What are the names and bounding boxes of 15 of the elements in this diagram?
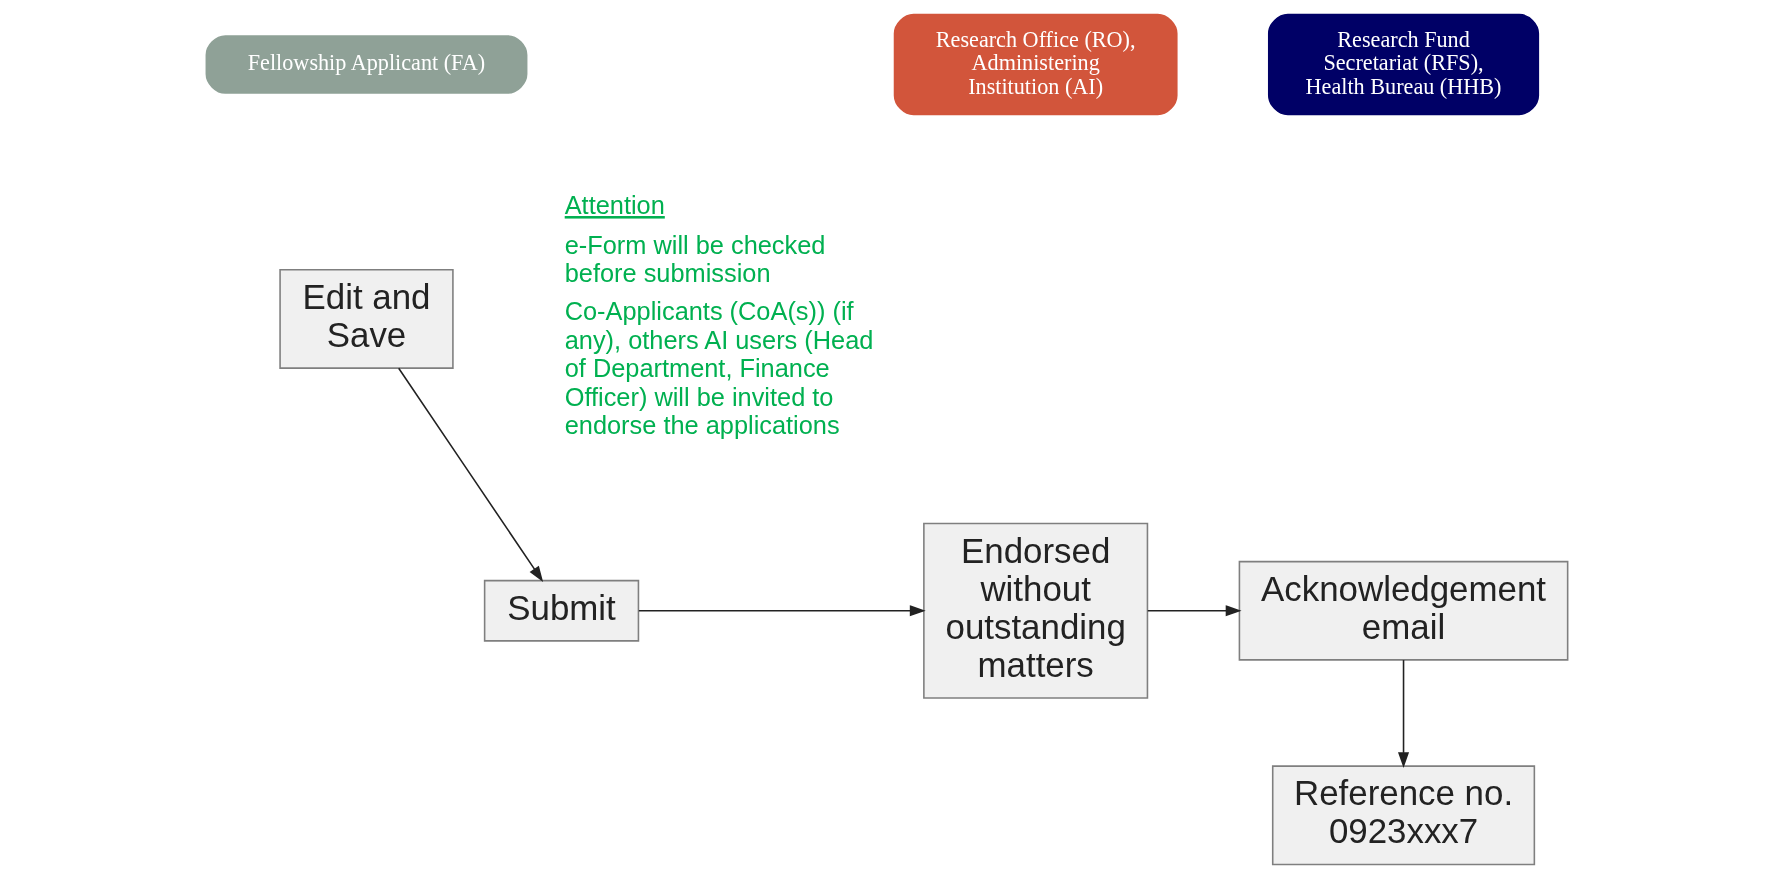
arrow (1146, 605, 1242, 617)
arrow (637, 605, 926, 617)
node-box: Fellowship Applicant (FA) (205, 35, 527, 94)
label: Attention (564, 191, 665, 220)
node-box: Endorsed without outstanding matters (922, 522, 1148, 699)
node-box: Edit and Save (278, 269, 454, 369)
node-box: Submit (483, 579, 639, 642)
arrow (1397, 659, 1409, 769)
label: Co-Applicants (CoA(s)) (if any), others AI users (Head of Department, Finance Officer) will be invited to endorse the applications (564, 297, 873, 440)
node-box: Acknowledgement email (1238, 560, 1568, 661)
arrow (397, 367, 543, 582)
node-box: Research Office (RO), Administering Institution (AI) (893, 13, 1178, 116)
label: e-Form will be checked before submission (564, 230, 825, 288)
node-box: Research Fund Secretariat (RFS), Health Bureau (HHB) (1267, 13, 1539, 116)
node-box: Reference no. 0923xxx7 (1271, 765, 1535, 866)
